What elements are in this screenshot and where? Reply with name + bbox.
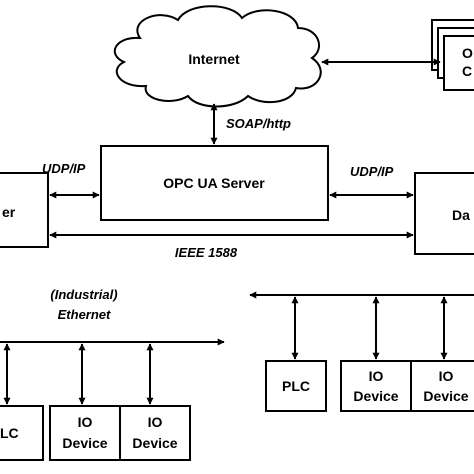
- soap-label: SOAP/http: [226, 116, 291, 131]
- io-label-line1: IO: [78, 414, 93, 430]
- io-label-line2: Device: [62, 435, 107, 451]
- client-label-line1: O: [462, 45, 473, 61]
- left-plc-box: [0, 405, 44, 461]
- left-plc-label: LC: [0, 425, 19, 441]
- ethernet-label-line1: (Industrial): [50, 287, 117, 302]
- io-label-line2: Device: [423, 388, 468, 404]
- opc-server-label: OPC UA Server: [163, 175, 265, 191]
- left-device-box: [0, 172, 49, 248]
- opc-ua-server-box: [100, 145, 329, 221]
- right-io-device-1: [340, 360, 412, 412]
- ethernet-label-line2: Ethernet: [58, 307, 111, 322]
- io-label-line2: Device: [132, 435, 177, 451]
- opc-client-stack: O C: [431, 19, 474, 91]
- right-box-label: Da: [452, 207, 470, 223]
- udp-left-label: UDP/IP: [42, 161, 86, 176]
- internet-cloud: Internet: [113, 5, 322, 108]
- io-label-line1: IO: [439, 368, 454, 384]
- internet-label: Internet: [188, 51, 240, 67]
- io-label-line2: Device: [353, 388, 398, 404]
- left-io-device-2: [119, 405, 191, 461]
- right-io-device-2: [410, 360, 474, 412]
- left-box-label: er: [2, 204, 16, 220]
- right-plc-box: [265, 360, 327, 412]
- client-label-line2: C: [462, 63, 472, 79]
- io-label-line1: IO: [369, 368, 384, 384]
- right-plc-label: PLC: [282, 378, 310, 394]
- io-label-line1: IO: [148, 414, 163, 430]
- right-device-box: [414, 172, 474, 255]
- ieee-label: IEEE 1588: [175, 245, 238, 260]
- udp-right-label: UDP/IP: [350, 164, 394, 179]
